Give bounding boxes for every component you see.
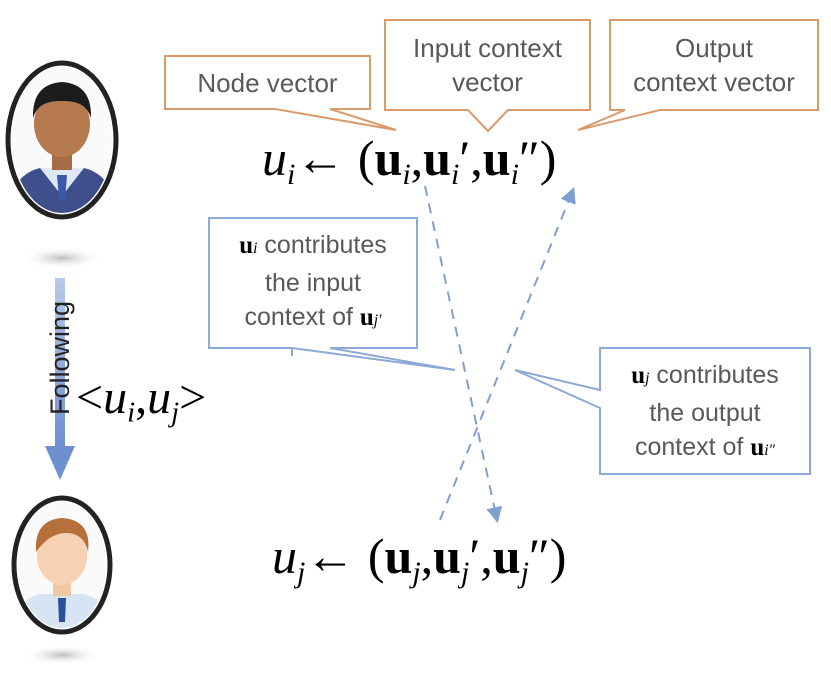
eq-top-arrow: ← ( — [295, 130, 375, 186]
label-input-context: Input context vector — [385, 31, 590, 99]
ui-note-text3: context of — [244, 303, 360, 331]
avatar-user-j — [11, 495, 113, 665]
pair-b: u — [147, 371, 172, 424]
ui-note-sub3: j — [373, 312, 379, 329]
eq-top-v3-mark: ″ — [518, 130, 540, 186]
eq-bot-v3: u — [492, 528, 521, 584]
edge-pair: <ui,uj> — [76, 370, 206, 441]
output-context-line2: context vector — [633, 67, 795, 97]
callout-uj-contributes — [514, 347, 811, 475]
label-node-vector: Node vector — [165, 66, 370, 100]
eq-bot-arrow: ← ( — [305, 528, 385, 584]
ui-note-text1: contributes — [257, 231, 387, 259]
ui-note-sub: i — [253, 240, 258, 257]
callout-ui-contributes — [208, 217, 456, 371]
eq-bot-v3-sub: j — [520, 556, 529, 589]
uj-note-sym: u — [631, 362, 646, 389]
equation-bottom: uj← (uj,uj′,uj″) — [272, 526, 566, 603]
pair-open: < — [76, 371, 104, 424]
pair-sep: , — [135, 371, 148, 424]
eq-top-v2-sub: i — [450, 158, 460, 191]
eq-top-v3-sub: i — [510, 158, 519, 191]
ui-note-sym: u — [239, 232, 254, 259]
input-context-line1: Input context — [413, 33, 562, 63]
eq-top-sep2: , — [470, 130, 483, 186]
node-vector-text: Node vector — [197, 68, 338, 98]
dashed-arrow-uj-to-ui — [439, 187, 576, 521]
eq-bot-lhs: u — [272, 528, 297, 584]
eq-bot-lhs-sub: j — [297, 556, 306, 589]
eq-bot-v3-mark: ″ — [528, 528, 550, 584]
label-output-context: Output context vector — [610, 31, 818, 99]
equation-top: ui← (ui,ui′,ui″) — [262, 128, 556, 205]
dashed-arrow-ui-to-uj — [424, 185, 503, 524]
ui-note-line3: context of uj′ — [209, 300, 417, 338]
eq-top-v2: u — [423, 130, 451, 186]
eq-bot-close: ) — [549, 528, 567, 584]
output-context-line1: Output — [674, 33, 754, 63]
uj-note-line1: uj contributes — [600, 358, 810, 396]
eq-bot-sep2: , — [480, 528, 493, 584]
uj-note-text1: contributes — [649, 361, 779, 389]
avatar-user-i — [5, 60, 119, 269]
ui-note-sym3: u — [359, 304, 374, 331]
eq-top-sep1: , — [410, 130, 424, 186]
pair-b-sub: j — [171, 396, 180, 429]
callout-node-vector — [164, 55, 397, 131]
eq-bot-v2: u — [433, 528, 461, 584]
uj-note-sub3: i — [764, 442, 769, 459]
eq-bot-v1: u — [384, 528, 413, 584]
ui-note-prime: ′ — [378, 312, 382, 329]
eq-top-v1-sub: i — [402, 158, 411, 191]
label-ui-contributes: ui contributes the input context of uj′ — [209, 228, 417, 338]
eq-bot-v2-sub: j — [460, 556, 470, 589]
pair-close: > — [179, 371, 207, 424]
uj-note-line3: context of ui″ — [600, 430, 810, 468]
following-text: Following — [45, 300, 75, 416]
label-uj-contributes: uj contributes the output context of ui″ — [600, 358, 810, 468]
eq-top-v1: u — [374, 130, 403, 186]
eq-top-close: ) — [539, 130, 557, 186]
callout-input-context — [384, 19, 591, 133]
ui-note-line2: the input — [265, 269, 361, 297]
eq-top-lhs: u — [262, 130, 287, 186]
eq-bot-v1-sub: j — [412, 556, 421, 589]
ui-note-line1: ui contributes — [209, 228, 417, 266]
uj-note-line2: the output — [649, 399, 761, 427]
callout-output-context — [577, 19, 819, 131]
eq-bot-sep1: , — [420, 528, 434, 584]
pair-a-sub: i — [127, 396, 136, 429]
eq-top-v2-mark: ′ — [459, 130, 471, 186]
uj-note-text3: context of — [634, 433, 751, 461]
eq-top-v3: u — [482, 130, 511, 186]
uj-note-sym3: u — [750, 434, 765, 461]
pair-a: u — [103, 371, 128, 424]
uj-note-sub: j — [645, 370, 650, 387]
input-context-line2: vector — [452, 67, 523, 97]
eq-top-lhs-sub: i — [287, 158, 296, 191]
following-edge-arrow — [45, 278, 75, 480]
eq-bot-v2-mark: ′ — [469, 528, 481, 584]
uj-note-prime: ″ — [768, 442, 776, 459]
